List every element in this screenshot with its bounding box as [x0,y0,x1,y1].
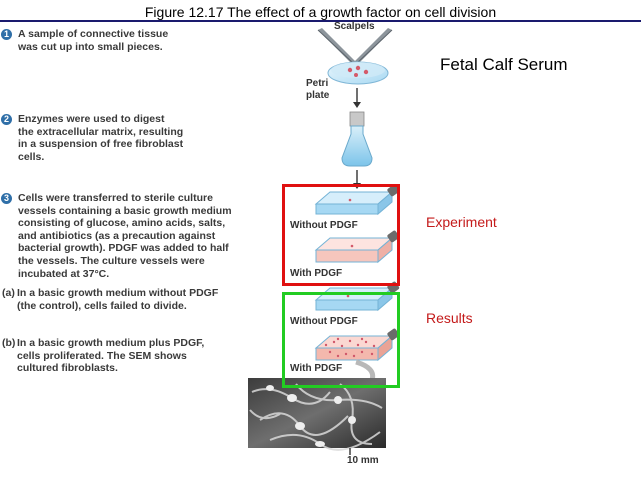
substep-a-label: (a) [2,287,15,299]
flask-icon [341,111,373,167]
step-2-line: Enzymes were used to digest [18,113,165,125]
results-label: Results [426,310,473,326]
substep-a-line: (the control), cells failed to divide. [17,299,187,312]
experiment-box [282,184,400,286]
step-3-line: bacterial growth). PDGF was added to hal… [18,242,229,255]
step-3-line: and antibiotics (as a precaution against [18,229,216,242]
scale-label: 10 mm [347,455,379,466]
step-1-line: A sample of connective tissue [18,28,169,40]
fetal-calf-serum-label: Fetal Calf Serum [440,55,568,74]
petri-plate-label: Petri plate [306,78,329,102]
substep-b-line: cells proliferated. The SEM shows [17,349,187,362]
step-3-line: incubated at 37°C. [18,267,110,280]
step-1-badge: 1 [1,29,12,40]
step-3-badge: 3 [1,193,12,204]
with-pdgf-label: With PDGF [290,268,343,279]
result-vessel-with-pdgf [314,328,400,362]
substep-b: (b)In a basic growth medium plus PDGF, c… [2,337,204,375]
step-3-line: vessels containing a basic growth medium [18,204,232,217]
petri-plate-label-line: plate [306,90,330,101]
figure-title: Figure 12.17 The effect of a growth fact… [144,4,497,20]
title-rule [0,20,641,22]
culture-vessel-with-pdgf [314,230,400,264]
experiment-label: Experiment [426,214,497,230]
result-without-pdgf-label: Without PDGF [290,316,358,327]
step-3-text: Cells were transferred to sterile cultur… [18,192,232,280]
petri-plate-label-line: Petri [306,78,329,89]
petri-plate-icon [327,61,389,85]
culture-vessel-without-pdgf [314,184,400,216]
step-1-text: A sample of connective tissue was cut up… [18,28,168,53]
substep-b-label: (b) [2,337,16,349]
result-with-pdgf-label: With PDGF [290,363,343,374]
step-2-line: cells. [18,150,45,163]
step-3-line: Cells were transferred to sterile cultur… [18,192,213,204]
step-3-line: consisting of glucose, amino acids, salt… [18,217,226,230]
scalpels-icon [317,28,393,65]
without-pdgf-label: Without PDGF [290,220,358,231]
results-box [282,292,400,388]
step-2-line: the extracellular matrix, resulting [18,125,184,138]
step-2-text: Enzymes were used to digest the extracel… [18,113,183,163]
step-2-badge: 2 [1,114,12,125]
substep-a-line: In a basic growth medium without PDGF [17,287,219,299]
substep-a: (a)In a basic growth medium without PDGF… [2,287,218,312]
scalpels-label: Scalpels [334,21,375,32]
step-2-line: in a suspension of free fibroblast [18,138,184,151]
step-3-line: the vessels. The culture vessels were [18,254,205,267]
step-1-line: was cut up into small pieces. [18,40,163,53]
substep-b-line: In a basic growth medium plus PDGF, [17,337,205,349]
arrow-down-icon [353,88,361,108]
sem-micrograph [248,378,386,451]
substep-b-line: cultured fibroblasts. [17,362,118,375]
